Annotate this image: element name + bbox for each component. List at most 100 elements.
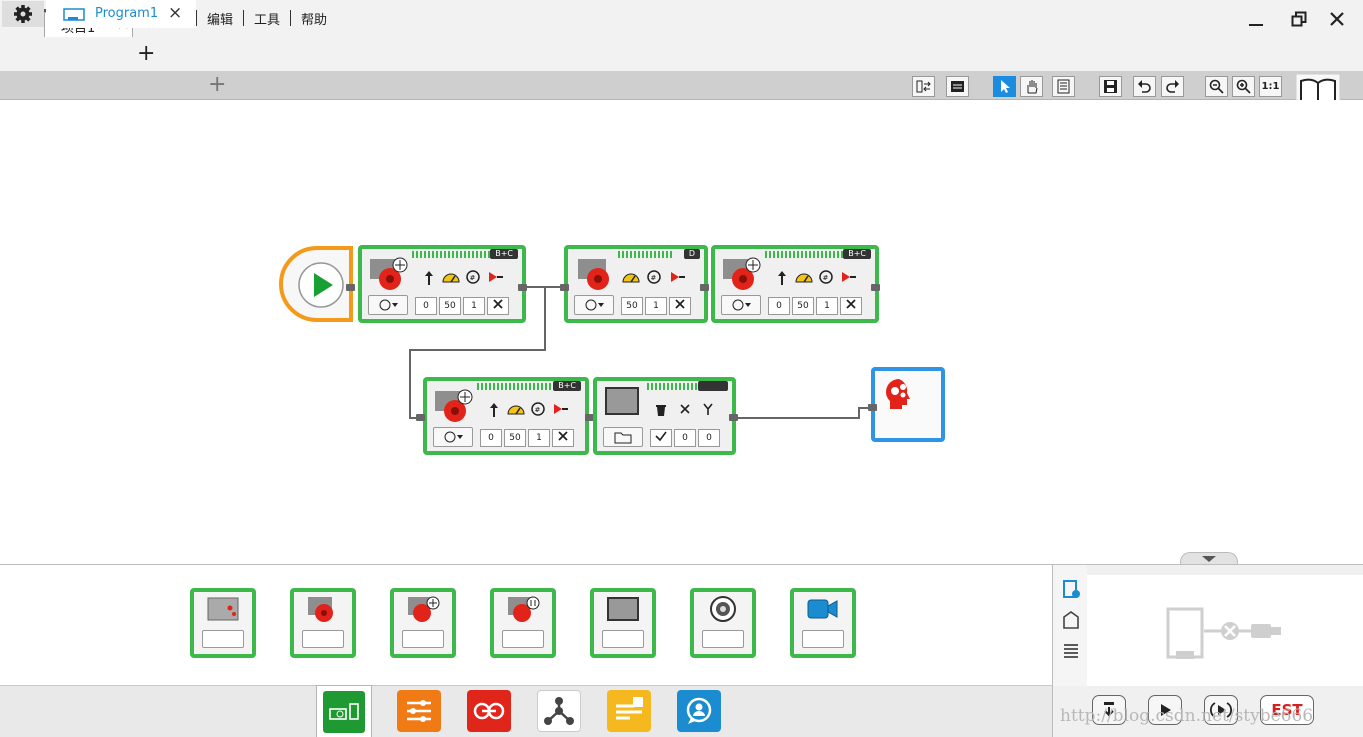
move-steering-block[interactable]: B+C # 0 50 1 xyxy=(358,245,526,323)
close-icon xyxy=(1330,12,1344,26)
restore-icon xyxy=(1291,11,1307,27)
motor-port-label[interactable]: B+C xyxy=(843,249,871,259)
clear-screen-input[interactable] xyxy=(650,429,672,447)
category-sensor-tab[interactable] xyxy=(467,690,511,732)
available-bricks-icon[interactable] xyxy=(1061,641,1081,661)
zoom-reset-button[interactable]: 1:1 xyxy=(1259,76,1282,97)
display-block[interactable]: 0 0 xyxy=(593,377,736,455)
mode-selector[interactable] xyxy=(368,295,408,315)
collapse-palette-button[interactable] xyxy=(1180,552,1238,565)
palette-block-input xyxy=(802,630,844,648)
power-input[interactable]: 50 xyxy=(504,429,526,447)
my-block[interactable] xyxy=(871,367,945,442)
zoom-in-button[interactable] xyxy=(1232,76,1255,97)
steering-input[interactable]: 0 xyxy=(480,429,502,447)
mode-selector[interactable] xyxy=(603,427,643,447)
sequence-plug xyxy=(416,414,425,421)
palette-display-block[interactable] xyxy=(590,588,656,658)
disconnected-brick-icon xyxy=(1166,607,1281,659)
category-advanced-tab[interactable] xyxy=(607,690,651,732)
brake-input[interactable] xyxy=(487,297,509,315)
mode-selector[interactable] xyxy=(574,295,614,315)
program-tab[interactable]: Program1 × xyxy=(46,0,196,28)
gear-icon xyxy=(14,5,32,23)
palette-sound-block[interactable] xyxy=(690,588,756,658)
menu-help[interactable]: 帮助 xyxy=(301,12,328,28)
rotations-input[interactable]: 1 xyxy=(645,297,667,315)
motor-port-label[interactable]: D xyxy=(683,249,700,259)
mode-selector[interactable] xyxy=(721,295,761,315)
close-program-tab-icon[interactable]: × xyxy=(168,3,183,23)
project-settings-button[interactable] xyxy=(2,1,44,27)
rotations-input[interactable]: 1 xyxy=(816,297,838,315)
palette-medium-motor-block[interactable] xyxy=(290,588,356,658)
power-input[interactable]: 50 xyxy=(792,297,814,315)
content-editor-button[interactable] xyxy=(912,76,935,97)
svg-text:#: # xyxy=(823,274,829,282)
palette-category-bar xyxy=(0,685,1052,737)
action-category-icon xyxy=(323,690,365,733)
palette-block-input xyxy=(602,630,644,648)
rotations-icon: # xyxy=(647,270,661,284)
camera-icon xyxy=(802,594,844,624)
my-block-head-icon xyxy=(886,379,910,409)
start-block-shape xyxy=(279,246,353,322)
download-and-run-button[interactable] xyxy=(1148,695,1182,725)
rotations-mode-icon xyxy=(585,299,604,311)
palette-block-input xyxy=(302,630,344,648)
add-program-icon[interactable]: + xyxy=(208,72,227,97)
rotations-input[interactable]: 1 xyxy=(528,429,550,447)
palette-move-tank-block[interactable] xyxy=(490,588,556,658)
undo-button[interactable] xyxy=(1133,76,1156,97)
power-input[interactable]: 50 xyxy=(439,297,461,315)
select-tool-button[interactable] xyxy=(993,76,1016,97)
mode-selector[interactable] xyxy=(433,427,473,447)
brake-input[interactable] xyxy=(552,429,574,447)
rotations-input[interactable]: 1 xyxy=(463,297,485,315)
steering-input[interactable]: 0 xyxy=(415,297,437,315)
port-view-icon[interactable] xyxy=(1061,610,1081,630)
display-port-label[interactable] xyxy=(698,381,728,391)
pan-tool-button[interactable] xyxy=(1020,76,1043,97)
minimize-button[interactable] xyxy=(1243,6,1269,32)
motor-port-label[interactable]: B+C xyxy=(553,381,581,391)
programming-canvas[interactable]: B+C # 0 50 1 D # 50 1 B+C xyxy=(0,100,1363,564)
brake-input[interactable] xyxy=(840,297,862,315)
category-action-tab[interactable] xyxy=(316,685,372,737)
category-data-operations-tab[interactable] xyxy=(537,690,581,732)
palette-brick-status-block[interactable] xyxy=(190,588,256,658)
sliders-icon xyxy=(407,700,431,722)
motor-port-label[interactable]: B+C xyxy=(490,249,518,259)
brick-info-icon[interactable] xyxy=(1061,579,1081,599)
redo-button[interactable] xyxy=(1161,76,1184,97)
close-window-button[interactable] xyxy=(1324,6,1350,32)
category-my-blocks-tab[interactable] xyxy=(677,690,721,732)
x-input[interactable]: 0 xyxy=(674,429,696,447)
medium-motor-block[interactable]: D # 50 1 xyxy=(564,245,708,323)
est-brand-button[interactable]: EST xyxy=(1260,695,1314,725)
y-input[interactable]: 0 xyxy=(698,429,720,447)
steering-input[interactable]: 0 xyxy=(768,297,790,315)
move-steering-block[interactable]: B+C # 0 50 1 xyxy=(423,377,589,455)
comment-button[interactable] xyxy=(946,76,969,97)
sequence-plug xyxy=(346,284,355,291)
category-flow-control-tab[interactable] xyxy=(397,690,441,732)
brake-input[interactable] xyxy=(669,297,691,315)
palette-block-input xyxy=(402,630,444,648)
zoom-out-button[interactable] xyxy=(1205,76,1228,97)
menu-tools[interactable]: 工具 xyxy=(254,12,281,28)
power-input[interactable]: 50 xyxy=(621,297,643,315)
start-block[interactable] xyxy=(279,246,355,322)
restore-button[interactable] xyxy=(1286,6,1312,32)
menu-edit[interactable]: 编辑 xyxy=(207,12,234,28)
sensor-link-icon xyxy=(473,702,505,720)
comment-tool-button[interactable] xyxy=(1052,76,1075,97)
download-button[interactable] xyxy=(1092,695,1126,725)
palette-camera-block[interactable] xyxy=(790,588,856,658)
run-selected-button[interactable] xyxy=(1204,695,1238,725)
add-project-icon[interactable]: + xyxy=(137,41,156,66)
move-steering-block[interactable]: B+C # 0 50 1 xyxy=(711,245,879,323)
palette-move-steering-block[interactable] xyxy=(390,588,456,658)
save-button[interactable] xyxy=(1099,76,1122,97)
play-icon xyxy=(1161,704,1171,716)
